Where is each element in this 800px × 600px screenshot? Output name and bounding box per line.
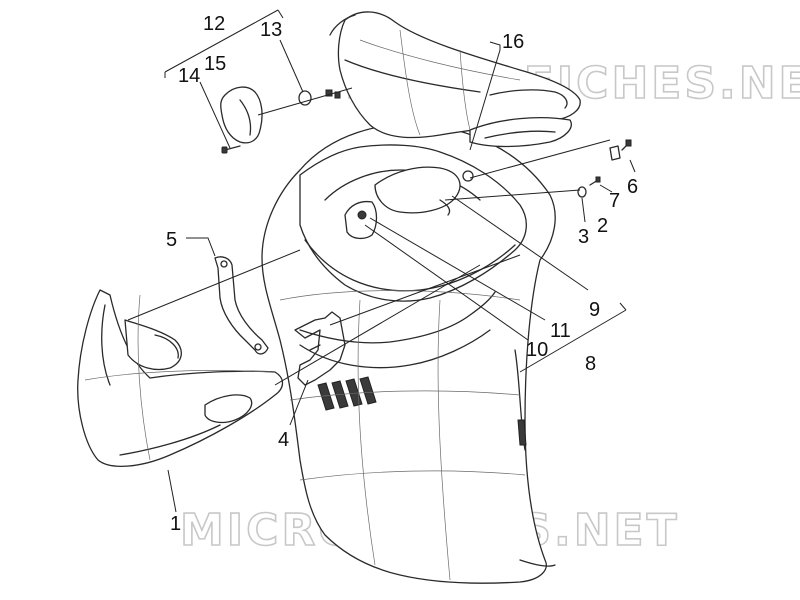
callout-16: 16 xyxy=(502,31,524,53)
fasteners xyxy=(577,139,632,198)
leader-lines xyxy=(127,9,636,513)
callout-2: 2 xyxy=(597,215,608,237)
screw-14 xyxy=(221,145,241,154)
callout-12: 12 xyxy=(203,13,225,35)
inner-panel xyxy=(344,166,474,240)
callout-13: 13 xyxy=(260,19,282,41)
callout-4: 4 xyxy=(278,429,289,451)
callout-7: 7 xyxy=(609,190,620,212)
callout-10: 10 xyxy=(526,339,548,361)
callout-6: 6 xyxy=(627,176,638,198)
headlamp-assembly xyxy=(77,289,284,467)
cover-cap xyxy=(220,86,263,144)
front-shield xyxy=(261,123,556,584)
handlebar-cover xyxy=(329,11,581,148)
mount-bracket xyxy=(294,311,346,386)
callout-15: 15 xyxy=(204,53,226,75)
callout-1: 1 xyxy=(170,513,181,535)
callout-11: 11 xyxy=(550,320,571,342)
callout-8: 8 xyxy=(585,353,596,375)
callout-5: 5 xyxy=(166,229,177,251)
callout-labels: 12 13 15 14 16 6 7 2 3 5 9 11 10 8 4 1 xyxy=(166,13,638,535)
callout-9: 9 xyxy=(589,299,600,321)
vent-slots xyxy=(317,376,377,411)
bracket xyxy=(214,256,269,355)
callout-3: 3 xyxy=(578,226,589,248)
callout-14: 14 xyxy=(178,65,200,87)
